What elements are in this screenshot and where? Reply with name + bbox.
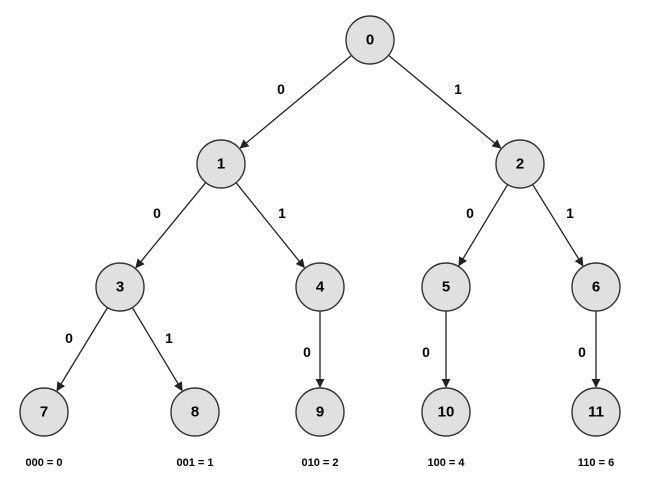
tree-node-6: 6 xyxy=(571,262,621,312)
edge-label-6-to-11: 0 xyxy=(578,344,586,360)
edge-2-to-5 xyxy=(458,184,509,267)
edge-label-2-to-5: 0 xyxy=(466,205,474,221)
edges-layer xyxy=(56,54,601,392)
tree-node-11: 11 xyxy=(571,387,621,437)
node-label-1: 1 xyxy=(217,156,225,173)
edge-0-to-1 xyxy=(239,54,352,149)
edge-label-2-to-6: 1 xyxy=(566,205,574,221)
edge-0-to-2 xyxy=(388,54,502,149)
leaf-code-label-10: 100 = 4 xyxy=(427,457,465,469)
node-label-9: 9 xyxy=(316,404,324,421)
edge-label-3-to-8: 1 xyxy=(165,330,173,346)
leaf-codes-layer: 000 = 0 001 = 1 010 = 2 100 = 4 110 = 6 xyxy=(25,457,614,469)
tree-node-3: 3 xyxy=(95,262,145,312)
tree-node-5: 5 xyxy=(421,262,471,312)
node-circle-2 xyxy=(495,139,545,189)
node-label-10: 10 xyxy=(438,404,455,421)
edge-1-to-4 xyxy=(235,182,305,269)
leaf-code-label-8: 001 = 1 xyxy=(176,457,213,469)
edge-label-5-to-10: 0 xyxy=(422,344,430,360)
node-circle-10 xyxy=(421,387,471,437)
tree-node-2: 2 xyxy=(495,139,545,189)
node-label-6: 6 xyxy=(592,279,600,296)
node-circle-8 xyxy=(170,387,220,437)
node-label-3: 3 xyxy=(116,279,124,296)
node-label-4: 4 xyxy=(316,279,325,296)
edge-labels-layer: 0 1 0 1 0 1 0 1 0 0 0 xyxy=(65,81,586,360)
node-circle-9 xyxy=(295,387,345,437)
leaf-code-label-7: 000 = 0 xyxy=(25,457,62,469)
edge-1-to-3 xyxy=(135,182,207,269)
node-label-0: 0 xyxy=(366,32,374,49)
node-label-8: 8 xyxy=(191,404,199,421)
node-circle-6 xyxy=(571,262,621,312)
node-label-11: 11 xyxy=(588,404,604,421)
edge-label-1-to-4: 1 xyxy=(278,205,286,221)
node-circle-11 xyxy=(571,387,621,437)
node-circle-7 xyxy=(19,387,69,437)
node-label-5: 5 xyxy=(442,279,450,296)
edge-label-4-to-9: 0 xyxy=(303,344,311,360)
tree-node-0: 0 xyxy=(345,15,395,65)
edge-label-3-to-7: 0 xyxy=(65,330,73,346)
tree-node-4: 4 xyxy=(295,262,345,312)
leaf-code-label-9: 010 = 2 xyxy=(301,457,338,469)
edge-label-0-to-2: 1 xyxy=(454,81,462,97)
node-circle-4 xyxy=(295,262,345,312)
node-label-7: 7 xyxy=(40,404,48,421)
tree-node-7: 7 xyxy=(19,387,69,437)
edge-label-0-to-1: 0 xyxy=(277,81,285,97)
node-circle-1 xyxy=(196,139,246,189)
tree-node-1: 1 xyxy=(196,139,246,189)
node-circle-0 xyxy=(345,15,395,65)
tree-node-10: 10 xyxy=(421,387,471,437)
edge-3-to-8 xyxy=(131,307,183,392)
tree-node-8: 8 xyxy=(170,387,220,437)
edge-2-to-6 xyxy=(532,184,584,267)
node-circle-3 xyxy=(95,262,145,312)
node-circle-5 xyxy=(421,262,471,312)
leaf-code-label-11: 110 = 6 xyxy=(578,457,614,469)
tree-node-9: 9 xyxy=(295,387,345,437)
node-label-2: 2 xyxy=(516,156,524,173)
edge-label-1-to-3: 0 xyxy=(153,205,161,221)
edge-3-to-7 xyxy=(56,307,109,392)
